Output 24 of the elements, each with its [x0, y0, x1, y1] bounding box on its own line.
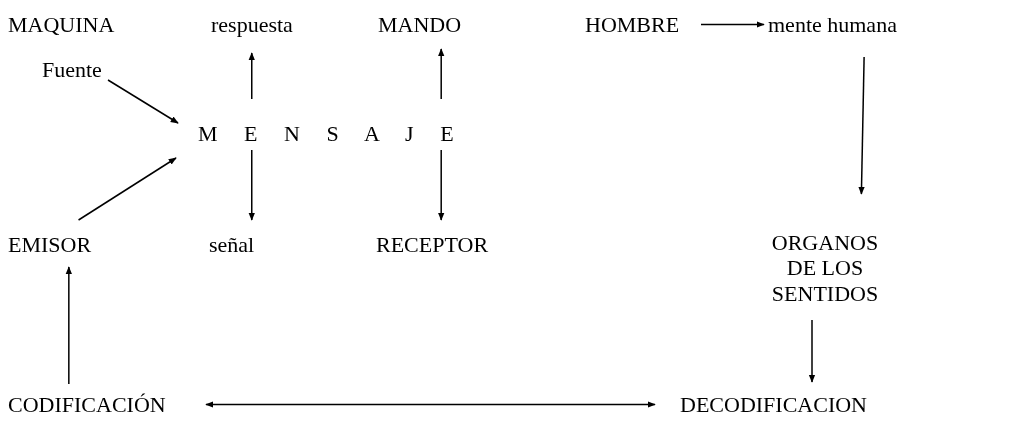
arrow — [438, 48, 445, 100]
arrow — [107, 79, 179, 124]
node-text: MANDO — [378, 12, 462, 38]
arrow — [205, 401, 656, 408]
arrow — [438, 149, 445, 221]
arrow — [77, 157, 177, 221]
node-text: señal — [209, 232, 255, 258]
node-text: respuesta — [211, 12, 293, 38]
label-text: MAQUINA — [8, 12, 115, 38]
arrow — [248, 149, 255, 221]
node-text: DECODIFICACION — [680, 392, 867, 418]
node-text: mente humana — [768, 12, 897, 38]
node-text: ORGANOS DE LOS SENTIDOS — [760, 230, 890, 306]
arrow — [858, 56, 865, 195]
node-text: CODIFICACIÓN — [8, 392, 166, 418]
arrow — [248, 52, 255, 100]
node-text: HOMBRE — [585, 12, 680, 38]
node-text: RECEPTOR — [376, 232, 489, 258]
node-text: EMISOR — [8, 232, 92, 258]
arrow — [65, 266, 73, 385]
arrow — [808, 319, 816, 383]
node-text: M E N S A J E — [198, 121, 454, 147]
node-text: Fuente — [42, 57, 102, 83]
arrow — [700, 21, 765, 28]
